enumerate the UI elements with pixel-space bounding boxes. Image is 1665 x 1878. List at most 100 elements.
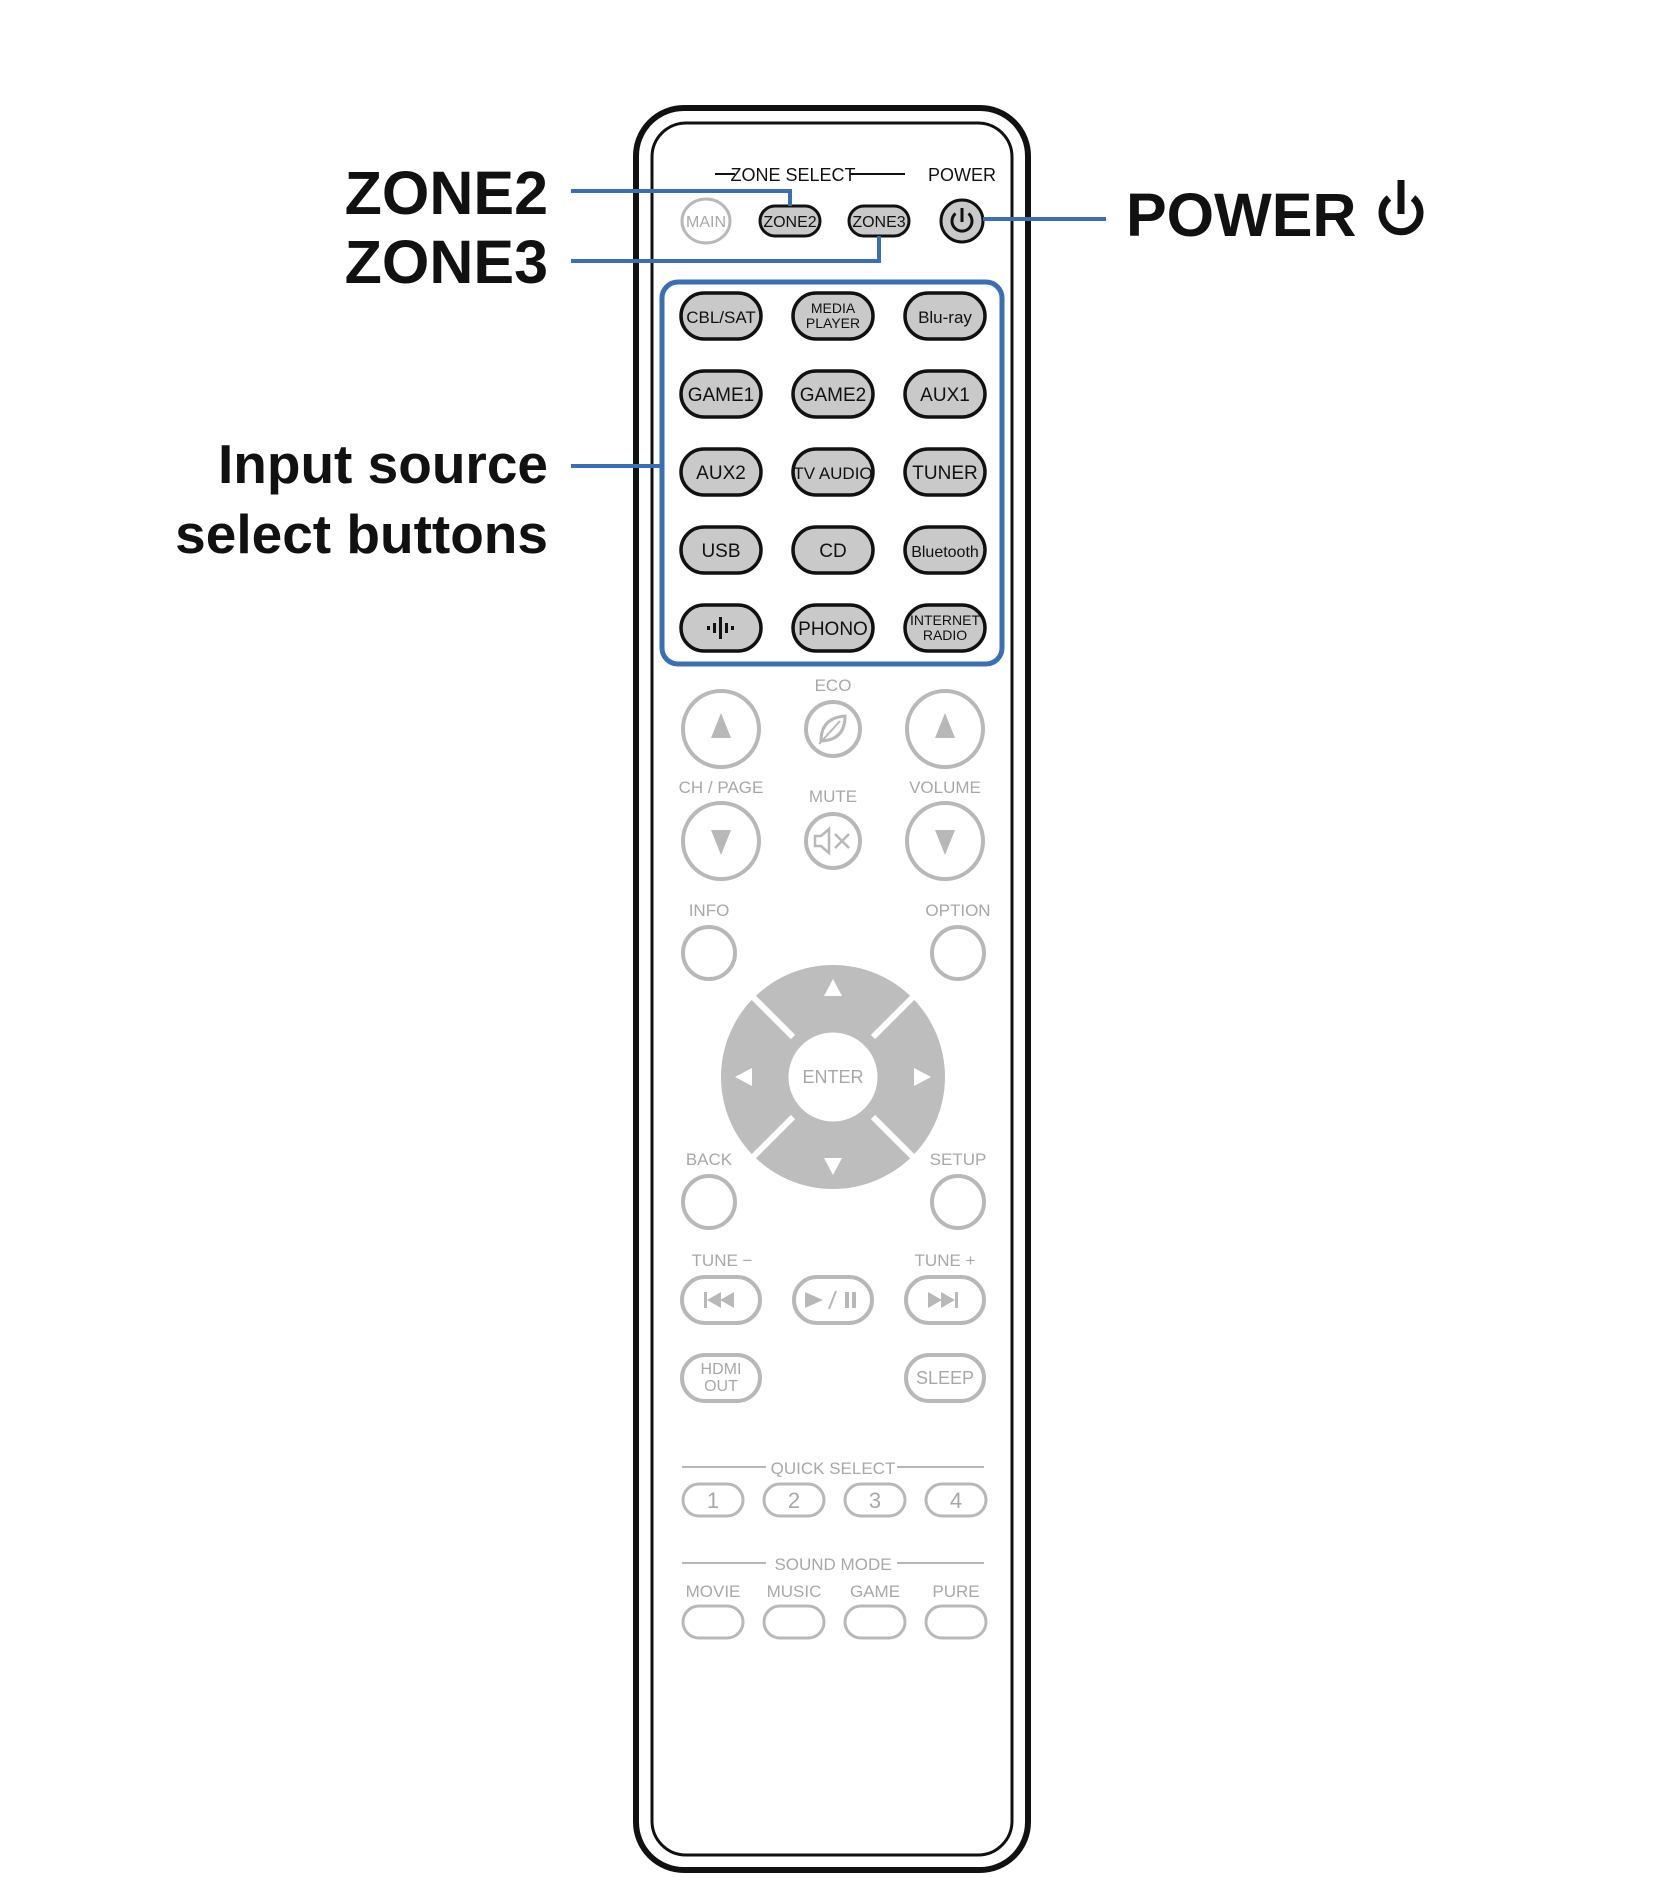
- callout-zone2-label: ZONE2: [345, 159, 548, 227]
- skip-forward-icon: [928, 1292, 958, 1308]
- input-button-bluetooth-label: Bluetooth: [911, 544, 979, 561]
- heos-button[interactable]: [679, 603, 763, 653]
- setup-button[interactable]: [930, 1174, 986, 1230]
- callout-power-icon: [1378, 180, 1424, 236]
- input-button-usb[interactable]: USB: [679, 525, 763, 575]
- sound-mode-pure-button[interactable]: [924, 1604, 988, 1640]
- arrow-up-icon: [935, 713, 955, 738]
- callout-power-label: POWER: [1126, 181, 1356, 249]
- skip-back-button[interactable]: [680, 1275, 762, 1325]
- quick-select-button-4-label: 4: [950, 1488, 962, 1513]
- input-button-media-player-label-line2: PLAYER: [806, 315, 860, 331]
- quick-select-buttons: 1 2 3 4: [681, 1482, 988, 1518]
- input-button-game1[interactable]: GAME1: [679, 369, 763, 419]
- cursor-pad: ENTER: [721, 965, 945, 1189]
- input-button-tuner-label: TUNER: [912, 463, 977, 484]
- zone-button-zone2-label: ZONE2: [763, 214, 816, 231]
- input-button-phono[interactable]: PHONO: [791, 603, 875, 653]
- quick-select-button-3-label: 3: [869, 1488, 881, 1513]
- option-button[interactable]: [930, 925, 986, 981]
- back-button[interactable]: [681, 1174, 737, 1230]
- input-button-blu-ray[interactable]: Blu-ray: [903, 291, 987, 341]
- quick-select-button-2-label: 2: [788, 1488, 800, 1513]
- mute-button[interactable]: [804, 812, 862, 870]
- arrow-up-icon: [711, 713, 731, 738]
- input-button-aux2-label: AUX2: [696, 463, 746, 484]
- sound-mode-movie-button[interactable]: [681, 1604, 745, 1640]
- eco-label: ECO: [815, 676, 852, 695]
- input-button-tuner[interactable]: TUNER: [903, 447, 987, 497]
- input-button-game2[interactable]: GAME2: [791, 369, 875, 419]
- play-pause-icon: [805, 1290, 856, 1310]
- ch-page-down-button[interactable]: [681, 801, 761, 881]
- option-label: OPTION: [925, 901, 990, 920]
- power-button[interactable]: [939, 198, 985, 244]
- input-button-aux2[interactable]: AUX2: [679, 447, 763, 497]
- input-button-tv-audio[interactable]: TV AUDIO: [791, 447, 875, 497]
- skip-forward-button[interactable]: [904, 1275, 986, 1325]
- leaf-icon: [819, 714, 847, 743]
- input-button-game1-label: GAME1: [688, 385, 755, 406]
- power-icon: [950, 208, 974, 233]
- back-label: BACK: [686, 1150, 733, 1169]
- callout-input-source: Input source select buttons: [175, 433, 662, 565]
- cursor-down-icon[interactable]: [824, 1158, 842, 1175]
- input-button-cd-label: CD: [819, 541, 846, 562]
- enter-label: ENTER: [802, 1067, 863, 1087]
- hdmi-out-label-line2: OUT: [704, 1378, 738, 1395]
- quick-select-button-2[interactable]: 2: [762, 1482, 826, 1518]
- volume-up-button[interactable]: [905, 689, 985, 769]
- mute-label: MUTE: [809, 787, 857, 806]
- zone-button-zone3-label: ZONE3: [852, 214, 905, 231]
- quick-select-button-4[interactable]: 4: [924, 1482, 988, 1518]
- input-button-aux1[interactable]: AUX1: [903, 369, 987, 419]
- sleep-label: SLEEP: [916, 1368, 974, 1388]
- input-button-bluetooth[interactable]: Bluetooth: [903, 525, 987, 575]
- mute-icon: [813, 826, 850, 856]
- enter-button[interactable]: [785, 1029, 881, 1125]
- quick-select-button-1[interactable]: 1: [681, 1482, 745, 1518]
- sound-mode-game-label: GAME: [850, 1582, 900, 1601]
- eco-button[interactable]: [804, 700, 862, 758]
- input-button-usb-label: USB: [701, 541, 740, 562]
- info-button[interactable]: [681, 925, 737, 981]
- callout-zone3-label: ZONE3: [345, 228, 548, 296]
- tune-minus-label: TUNE −: [692, 1251, 753, 1270]
- zone-button-main[interactable]: MAIN: [680, 197, 732, 245]
- quick-select-label: QUICK SELECT: [771, 1459, 896, 1478]
- cursor-left-icon[interactable]: [735, 1068, 752, 1086]
- zone-button-zone2[interactable]: ZONE2: [758, 204, 822, 238]
- input-button-cbl-sat[interactable]: CBL/SAT: [679, 291, 763, 341]
- ch-page-up-button[interactable]: [681, 689, 761, 769]
- heos-icon: [707, 617, 734, 639]
- volume-down-button[interactable]: [905, 801, 985, 881]
- arrow-down-icon: [711, 830, 731, 855]
- callout-input-source-line1: Input source: [218, 433, 548, 495]
- quick-select-button-3[interactable]: 3: [843, 1482, 907, 1518]
- arrow-down-icon: [935, 830, 955, 855]
- hdmi-out-button[interactable]: HDMI OUT: [680, 1353, 762, 1403]
- info-label: INFO: [689, 901, 730, 920]
- sound-mode-music-button[interactable]: [762, 1604, 826, 1640]
- callout-zone2: ZONE2: [345, 159, 792, 227]
- zone-button-zone3[interactable]: ZONE3: [847, 204, 911, 238]
- input-button-media-player-label-line1: MEDIA: [811, 300, 856, 316]
- input-button-blu-ray-label: Blu-ray: [918, 308, 972, 327]
- callout-zone3: ZONE3: [345, 228, 881, 296]
- sound-mode-game-button[interactable]: [843, 1604, 907, 1640]
- sleep-button[interactable]: SLEEP: [904, 1353, 986, 1403]
- input-button-cd[interactable]: CD: [791, 525, 875, 575]
- sound-mode-music-label: MUSIC: [767, 1582, 822, 1601]
- input-button-phono-label: PHONO: [798, 619, 868, 640]
- zone-button-main-label: MAIN: [686, 214, 726, 231]
- input-button-aux1-label: AUX1: [920, 385, 970, 406]
- play-pause-button[interactable]: [792, 1275, 874, 1325]
- skip-back-icon: [704, 1292, 734, 1308]
- cursor-up-icon[interactable]: [824, 979, 842, 996]
- cursor-right-icon[interactable]: [914, 1068, 931, 1086]
